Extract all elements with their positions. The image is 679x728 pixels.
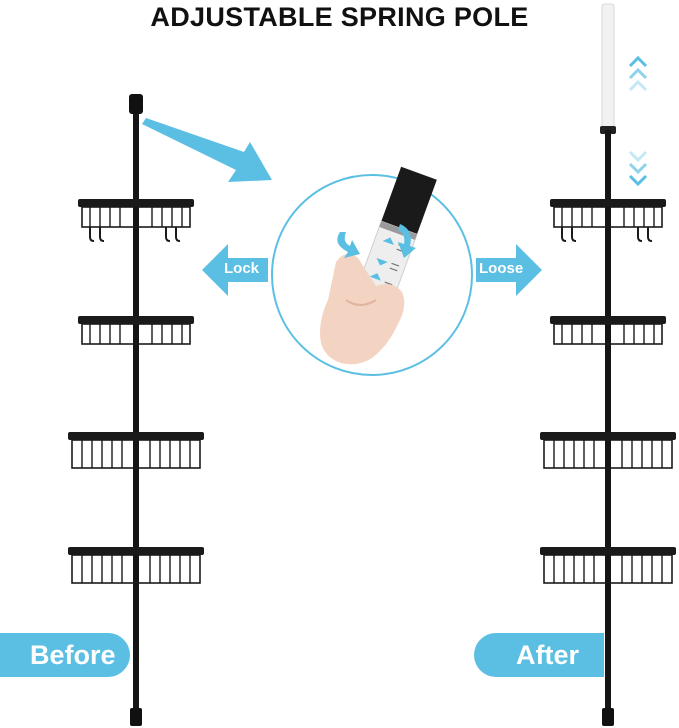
page-title: ADJUSTABLE SPRING POLE [150, 2, 529, 32]
rotate-arrows-icon [337, 224, 416, 258]
detail-circle [271, 166, 473, 376]
before-badge: Before [0, 633, 130, 677]
arrow-left-icon [202, 244, 268, 296]
loose-label: Loose [479, 260, 524, 277]
up-chevrons-icon [628, 55, 648, 92]
caddy-before [67, 94, 205, 726]
lock-label: Lock [224, 260, 260, 277]
after-badge: After [474, 633, 604, 677]
pointer-arrow [142, 118, 272, 182]
caddy-after [539, 3, 677, 726]
down-chevrons-icon [628, 150, 648, 187]
arrow-right-icon [476, 244, 542, 296]
